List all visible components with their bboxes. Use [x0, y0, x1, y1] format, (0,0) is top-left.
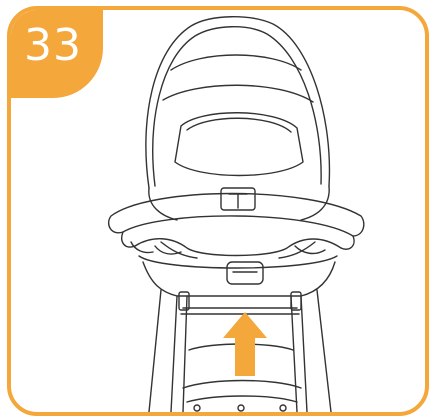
step-number: 33 — [7, 20, 103, 71]
instruction-panel: 33 — [7, 6, 429, 416]
